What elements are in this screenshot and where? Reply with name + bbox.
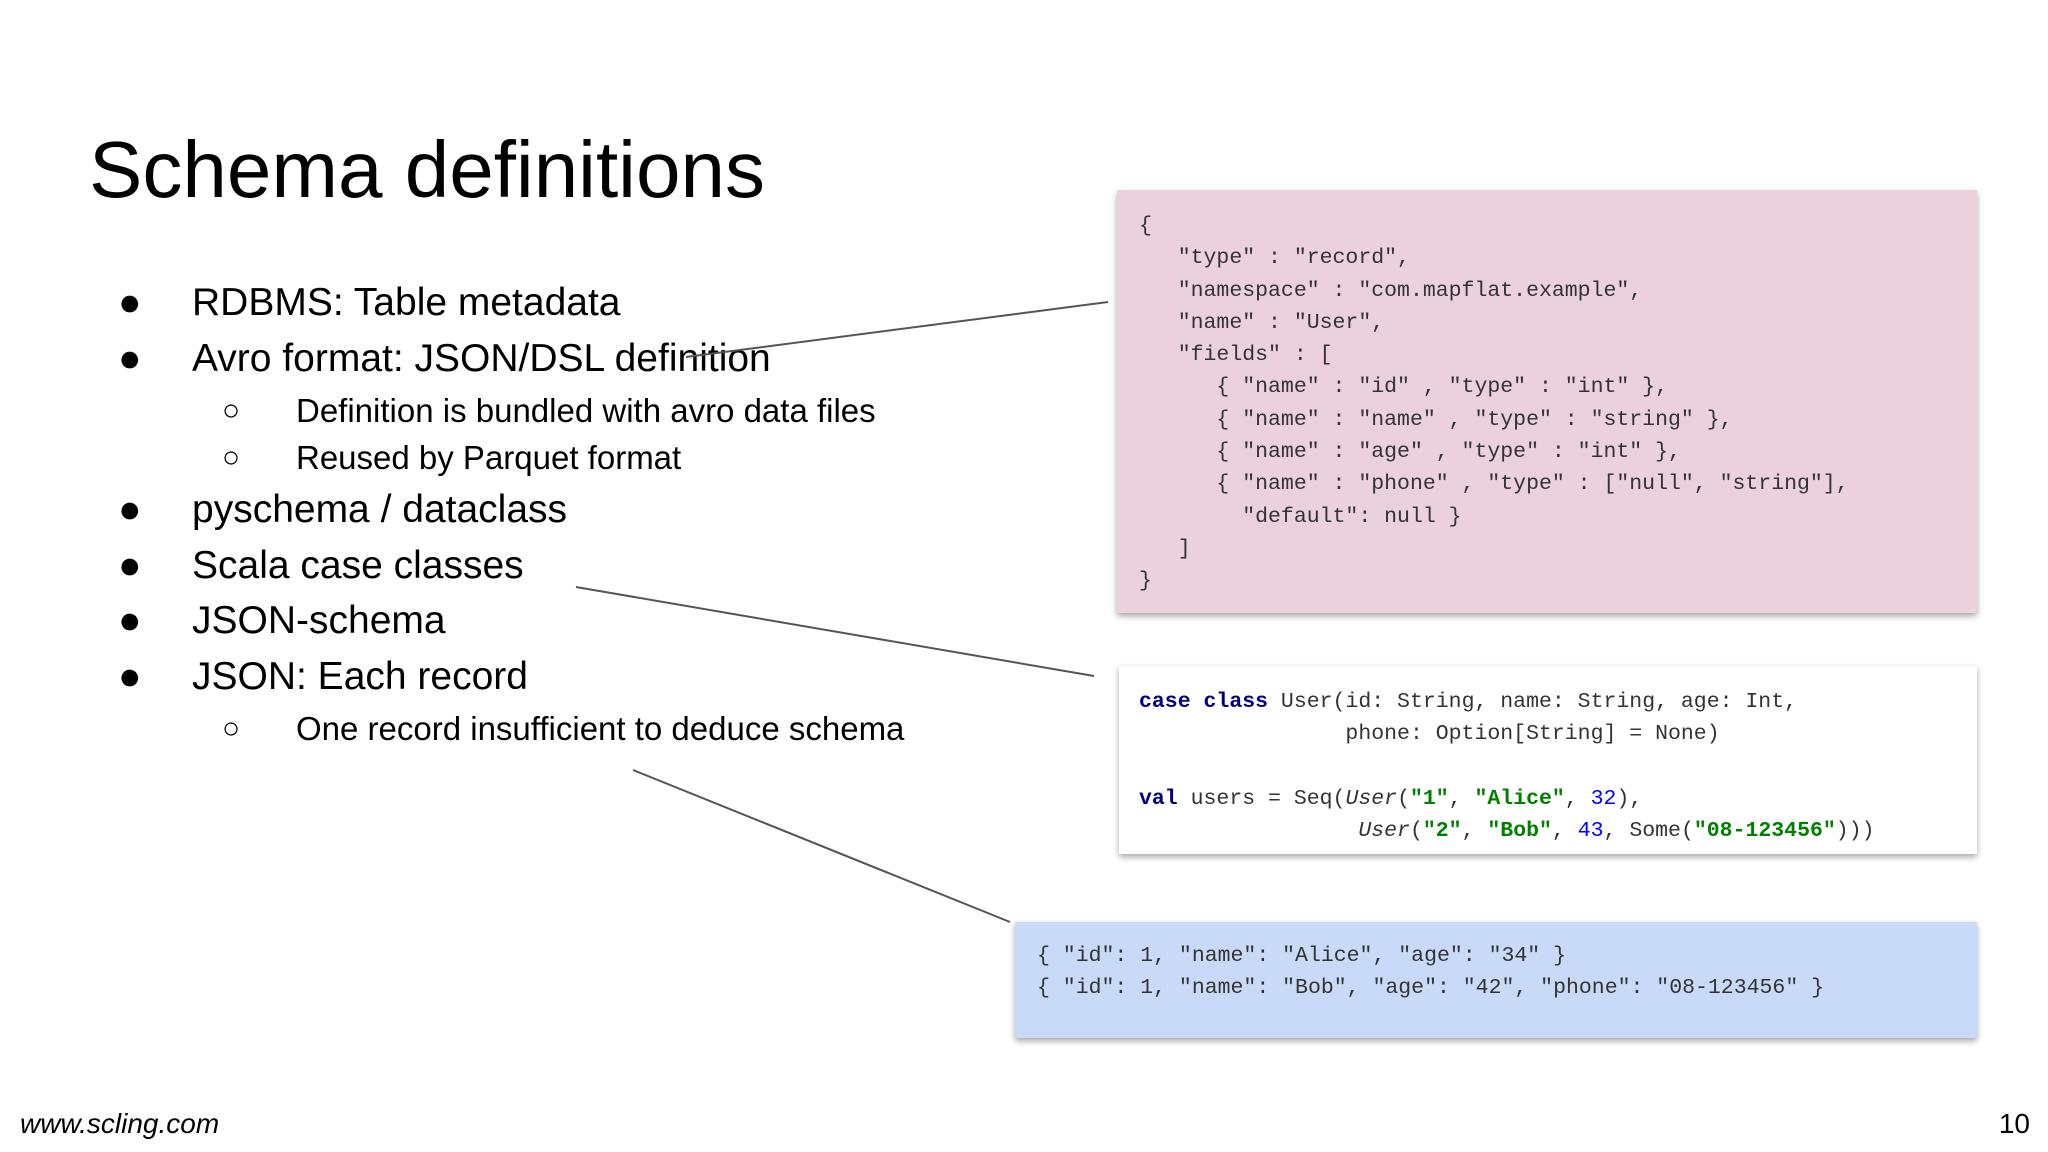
code-text: , Some(: [1603, 819, 1694, 844]
code-line: "namespace" : "com.mapflat.example",: [1139, 278, 1643, 303]
json-records-code-box: { "id": 1, "name": "Alice", "age": "34" …: [1015, 922, 1977, 1038]
bullet-text: Scala case classes: [192, 544, 524, 587]
bullet-text: JSON: Each record: [192, 655, 528, 698]
footer-url: www.scling.com: [20, 1108, 220, 1139]
avro-schema-code-box: { "type" : "record", "namespace" : "com.…: [1117, 190, 1977, 613]
bullet-text: RDBMS: Table metadata: [192, 281, 621, 324]
code-text: ,: [1564, 786, 1591, 811]
sub-bullet-text: Definition is bundled with avro data fil…: [296, 392, 876, 429]
code-line: val users = Seq(User("1", "Alice", 32),: [1139, 783, 1977, 815]
code-line: { "name" : "phone" , "type" : ["null", "…: [1139, 472, 1849, 497]
code-line: { "id": 1, "name": "Bob", "age": "42", "…: [1037, 976, 1825, 1001]
sub-bullet-marker: ○: [222, 712, 241, 745]
bullet-text: pyschema / dataclass: [192, 488, 568, 531]
scala-case-class-code-box: case class User(id: String, name: String…: [1119, 666, 1977, 854]
code-line: "name" : "User",: [1139, 310, 1385, 335]
keyword: case: [1139, 690, 1191, 714]
code-line: { "name" : "id" , "type" : "int" },: [1139, 375, 1668, 400]
code-line: { "name" : "age" , "type" : "int" },: [1139, 440, 1681, 465]
constructor-name: User: [1358, 819, 1410, 844]
sub-bullet-text: Reused by Parquet format: [296, 439, 682, 476]
code-text: ,: [1551, 819, 1578, 844]
sub-bullet-marker: ○: [222, 441, 241, 474]
bullet-marker: ●: [118, 281, 142, 324]
code-line: { "id": 1, "name": "Alice", "age": "34" …: [1037, 944, 1566, 968]
slide-title: Schema definitions: [89, 125, 765, 214]
bullet-marker: ●: [118, 488, 142, 531]
code-text: users = Seq(: [1177, 786, 1346, 811]
code-text: (: [1397, 786, 1410, 811]
string-literal: "1": [1409, 786, 1449, 811]
connector-line-json: [632, 769, 1011, 923]
code-text: ,: [1448, 786, 1475, 811]
page-number: 10: [1998, 1108, 2030, 1139]
code-line: phone: Option[String] = None): [1139, 722, 1720, 747]
code-text: (: [1409, 819, 1423, 844]
bullet-text: JSON-schema: [192, 599, 446, 642]
code-indent: [1139, 819, 1358, 843]
code-line: "default": null }: [1139, 504, 1462, 529]
bullet-marker: ●: [118, 544, 142, 587]
code-line: User("2", "Bob", 43, Some("08-123456"))): [1139, 815, 1977, 847]
sub-bullet-text: One record insufficient to deduce schema: [296, 710, 905, 747]
bullet-marker: ●: [118, 599, 142, 642]
keyword: class: [1203, 690, 1269, 714]
code-line: "type" : "record",: [1139, 246, 1410, 271]
code-text: ),: [1616, 786, 1643, 811]
code-line: { "name" : "name" , "type" : "string" },: [1139, 407, 1733, 432]
code-line: case class User(id: String, name: String…: [1139, 686, 1977, 718]
code-line: "fields" : [: [1139, 343, 1333, 368]
code-text: ))): [1835, 819, 1875, 844]
code-text: User(id: String, name: String, age: Int,: [1268, 690, 1798, 714]
connector-line-scala: [575, 586, 1095, 677]
sub-bullet-marker: ○: [222, 394, 241, 427]
number-literal: 32: [1590, 786, 1617, 811]
string-literal: "2": [1422, 819, 1462, 844]
code-line: {: [1139, 214, 1152, 238]
bullet-marker: ●: [118, 655, 142, 698]
string-literal: "08-123456": [1693, 819, 1836, 844]
string-literal: "Alice": [1474, 786, 1565, 811]
code-line: ]: [1139, 536, 1191, 561]
bullet-marker: ●: [118, 337, 142, 380]
code-line-blank: [1139, 751, 1977, 783]
bullet-text: Avro format: JSON/DSL definition: [192, 337, 771, 380]
code-text: ,: [1461, 819, 1488, 844]
code-line: }: [1139, 569, 1152, 594]
string-literal: "Bob": [1487, 819, 1552, 844]
keyword: val: [1139, 786, 1178, 811]
number-literal: 43: [1577, 819, 1604, 844]
constructor-name: User: [1345, 786, 1398, 811]
